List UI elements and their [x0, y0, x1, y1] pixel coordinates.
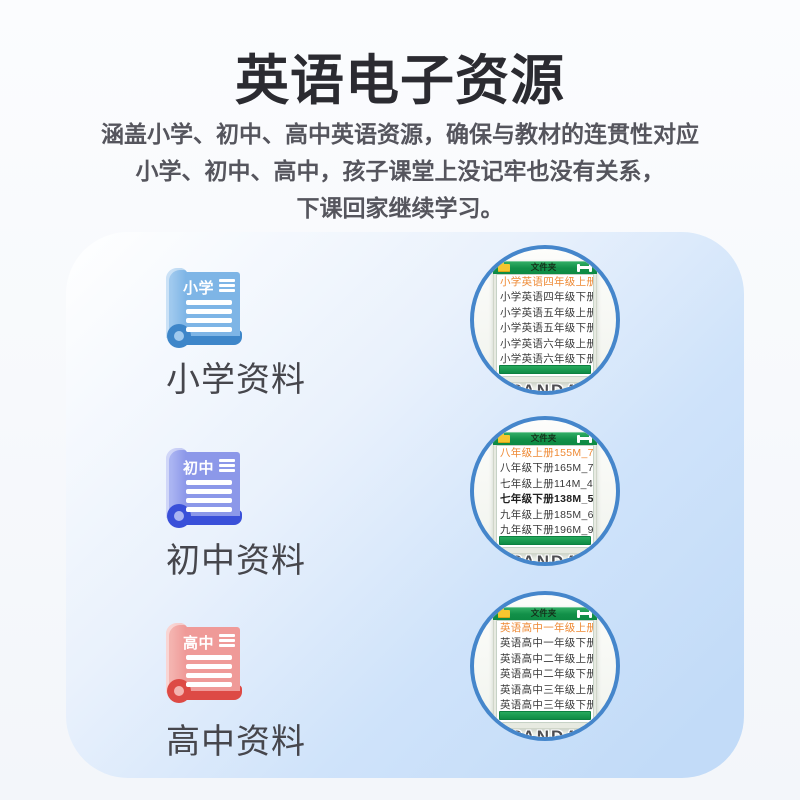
preview-circle: 文件夹 英语高中一年级上册. 英语高中一年级下册. 英语高中二年级上册. 英语高… [470, 591, 620, 741]
preview-circle: 文件夹 小学英语四年级上册. 小学英语四年级下册. 小学英语五年级上册. 小学英… [470, 245, 620, 395]
device-footer-bar [499, 536, 591, 545]
book-icon: 初中 [166, 446, 242, 532]
book-roll [166, 623, 188, 693]
folder-icon [498, 607, 510, 618]
book-icon-label: 初中 [183, 460, 215, 477]
subtitle-line: 涵盖小学、初中、高中英语资源，确保与教材的连贯性对应 [101, 121, 699, 147]
file-row: 小学英语五年级下册. [500, 322, 593, 335]
device-mockup: 文件夹 小学英语四年级上册. 小学英语四年级下册. 小学英语五年级上册. 小学英… [493, 261, 597, 383]
file-row: 小学英语五年级上册. [500, 306, 593, 319]
file-row: 小学英语四年级下册. [500, 291, 593, 304]
device-header: 文件夹 [493, 261, 597, 274]
battery-icon [576, 609, 592, 618]
subtitle-line: 下课回家继续学习。 [296, 195, 504, 221]
file-row: 八年级上册155M_709 [500, 447, 593, 459]
section-label: 高中资料 [166, 723, 306, 761]
device-header-title: 文件夹 [530, 433, 557, 443]
battery-icon [576, 263, 592, 272]
content-card: 小学 小学资料 文件夹 小学英语四年级上册. 小学英语四年级下册. 小学英语五年… [66, 232, 744, 778]
book-icon-label: 小学 [183, 280, 215, 297]
book-roll [166, 448, 188, 518]
section-label: 小学资料 [166, 361, 306, 399]
file-row: 英语高中一年级下册. [500, 637, 593, 650]
device-header-title: 文件夹 [530, 608, 557, 618]
brand-logo: PANDA [510, 381, 580, 395]
folder-icon [498, 432, 510, 443]
section-label: 初中资料 [166, 542, 306, 580]
book-icon: 小学 [166, 266, 242, 352]
device-header: 文件夹 [493, 432, 597, 445]
subtitle: 涵盖小学、初中、高中英语资源，确保与教材的连贯性对应 小学、初中、高中，孩子课堂… [0, 116, 800, 227]
file-row: 七年级上册114M_493 [500, 477, 593, 490]
file-list: 英语高中一年级上册. 英语高中一年级下册. 英语高中二年级上册. 英语高中二年级… [496, 620, 594, 723]
file-row: 九年级下册196M_9A0 [500, 523, 593, 536]
file-row: 英语高中一年级上册. [500, 622, 593, 634]
file-row: 七年级下册138M_5E0 [500, 493, 593, 506]
file-list: 八年级上册155M_709 八年级下册165M_72B 七年级上册114M_49… [496, 445, 594, 548]
device-header: 文件夹 [493, 607, 597, 620]
device-footer-bar [499, 711, 591, 720]
book-curl [167, 504, 191, 528]
brand-logo: PANDA [510, 552, 580, 566]
book-icon-label: 高中 [183, 635, 215, 652]
device-footer-bar [499, 365, 591, 374]
battery-icon [576, 434, 592, 443]
file-row: 英语高中二年级上册. [500, 652, 593, 665]
preview-circle: 文件夹 八年级上册155M_709 八年级下册165M_72B 七年级上册114… [470, 416, 620, 566]
device-mockup: 文件夹 八年级上册155M_709 八年级下册165M_72B 七年级上册114… [493, 432, 597, 554]
brand-logo: PANDA [510, 727, 580, 741]
file-row: 英语高中三年级上册. [500, 683, 593, 696]
folder-icon [498, 261, 510, 272]
file-row: 小学英语六年级下册. [500, 352, 593, 365]
file-row: 英语高中三年级下册. [500, 698, 593, 711]
device-header-title: 文件夹 [530, 262, 557, 272]
file-row: 九年级上册185M_605 [500, 508, 593, 521]
file-row: 小学英语六年级上册. [500, 337, 593, 350]
page-title: 英语电子资源 [235, 51, 565, 111]
book-icon: 高中 [166, 621, 242, 707]
book-roll [166, 268, 188, 338]
file-list: 小学英语四年级上册. 小学英语四年级下册. 小学英语五年级上册. 小学英语五年级… [496, 274, 594, 377]
subtitle-line: 小学、初中、高中，孩子课堂上没记牢也没有关系， [135, 158, 665, 184]
file-row: 小学英语四年级上册. [500, 276, 593, 288]
file-row: 八年级下册165M_72B [500, 462, 593, 475]
device-mockup: 文件夹 英语高中一年级上册. 英语高中一年级下册. 英语高中二年级上册. 英语高… [493, 607, 597, 729]
file-row: 英语高中二年级下册. [500, 668, 593, 681]
